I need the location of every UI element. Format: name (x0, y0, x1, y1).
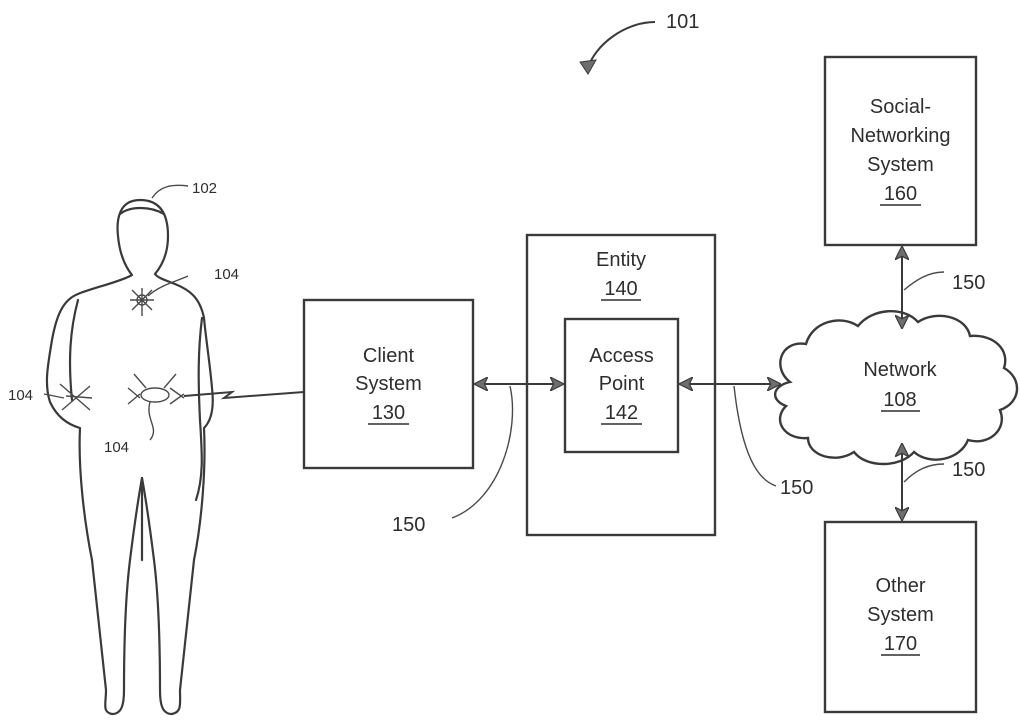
person-ref: 102 (192, 180, 217, 197)
person-figure: 104 104 104 102 (8, 180, 239, 716)
access-point-ref: 142 (605, 402, 638, 424)
network-cloud: Network 108 (774, 309, 1019, 466)
social-networking-ref: 160 (884, 183, 917, 205)
figure-ref-arrowhead (579, 59, 597, 75)
figure-reference: 101 (579, 11, 699, 75)
link-access-point-network-leader (733, 385, 777, 487)
link-network-other-ref: 150 (952, 459, 985, 481)
network-ref: 108 (883, 389, 916, 411)
neck-sensor (130, 275, 189, 316)
neck-sensor-ref: 104 (214, 266, 239, 283)
client-system-line2: System (355, 373, 422, 395)
left-sensor (43, 383, 93, 411)
entity-label: Entity (596, 249, 646, 271)
person-outline (45, 198, 214, 716)
waist-sensor (127, 373, 185, 441)
other-system-line1: Other (875, 575, 925, 597)
social-networking-line1: Social- (870, 96, 931, 118)
social-networking-system-box: Social- Networking System 160 (823, 55, 978, 247)
access-point-line2: Point (599, 373, 645, 395)
other-system-ref: 170 (884, 633, 917, 655)
network-label: Network (863, 359, 937, 381)
entity-ref: 140 (604, 278, 637, 300)
social-networking-line3: System (867, 154, 934, 176)
figure-ref-arrow (587, 21, 656, 69)
link-network-other-leader (903, 463, 945, 483)
link-access-point-network-ref: 150 (780, 477, 813, 499)
left-sensor-ref: 104 (8, 387, 33, 404)
person-left-arm (68, 298, 80, 402)
waist-sensor-ref: 104 (104, 439, 129, 456)
figure-ref-label: 101 (666, 11, 699, 33)
link-network-social-leader (903, 271, 945, 291)
person-ref-leader (151, 184, 189, 199)
network-cloud-shape (774, 309, 1019, 466)
access-point-line1: Access (589, 345, 653, 367)
link-client-access-point-leader (451, 385, 514, 519)
other-system-box: Other System 170 (823, 520, 978, 714)
client-system-ref: 130 (372, 402, 405, 424)
person-head-band (118, 206, 166, 216)
wireless-link (183, 390, 305, 400)
client-system-box: Client System 130 (302, 298, 475, 470)
access-point-box: Access Point 142 (563, 317, 680, 454)
client-system-line1: Client (363, 345, 415, 367)
social-networking-line2: Networking (850, 125, 950, 147)
link-client-access-point-ref: 150 (392, 514, 425, 536)
person-right-arm (194, 316, 204, 502)
other-system-line2: System (867, 604, 934, 626)
link-network-social-ref: 150 (952, 272, 985, 294)
